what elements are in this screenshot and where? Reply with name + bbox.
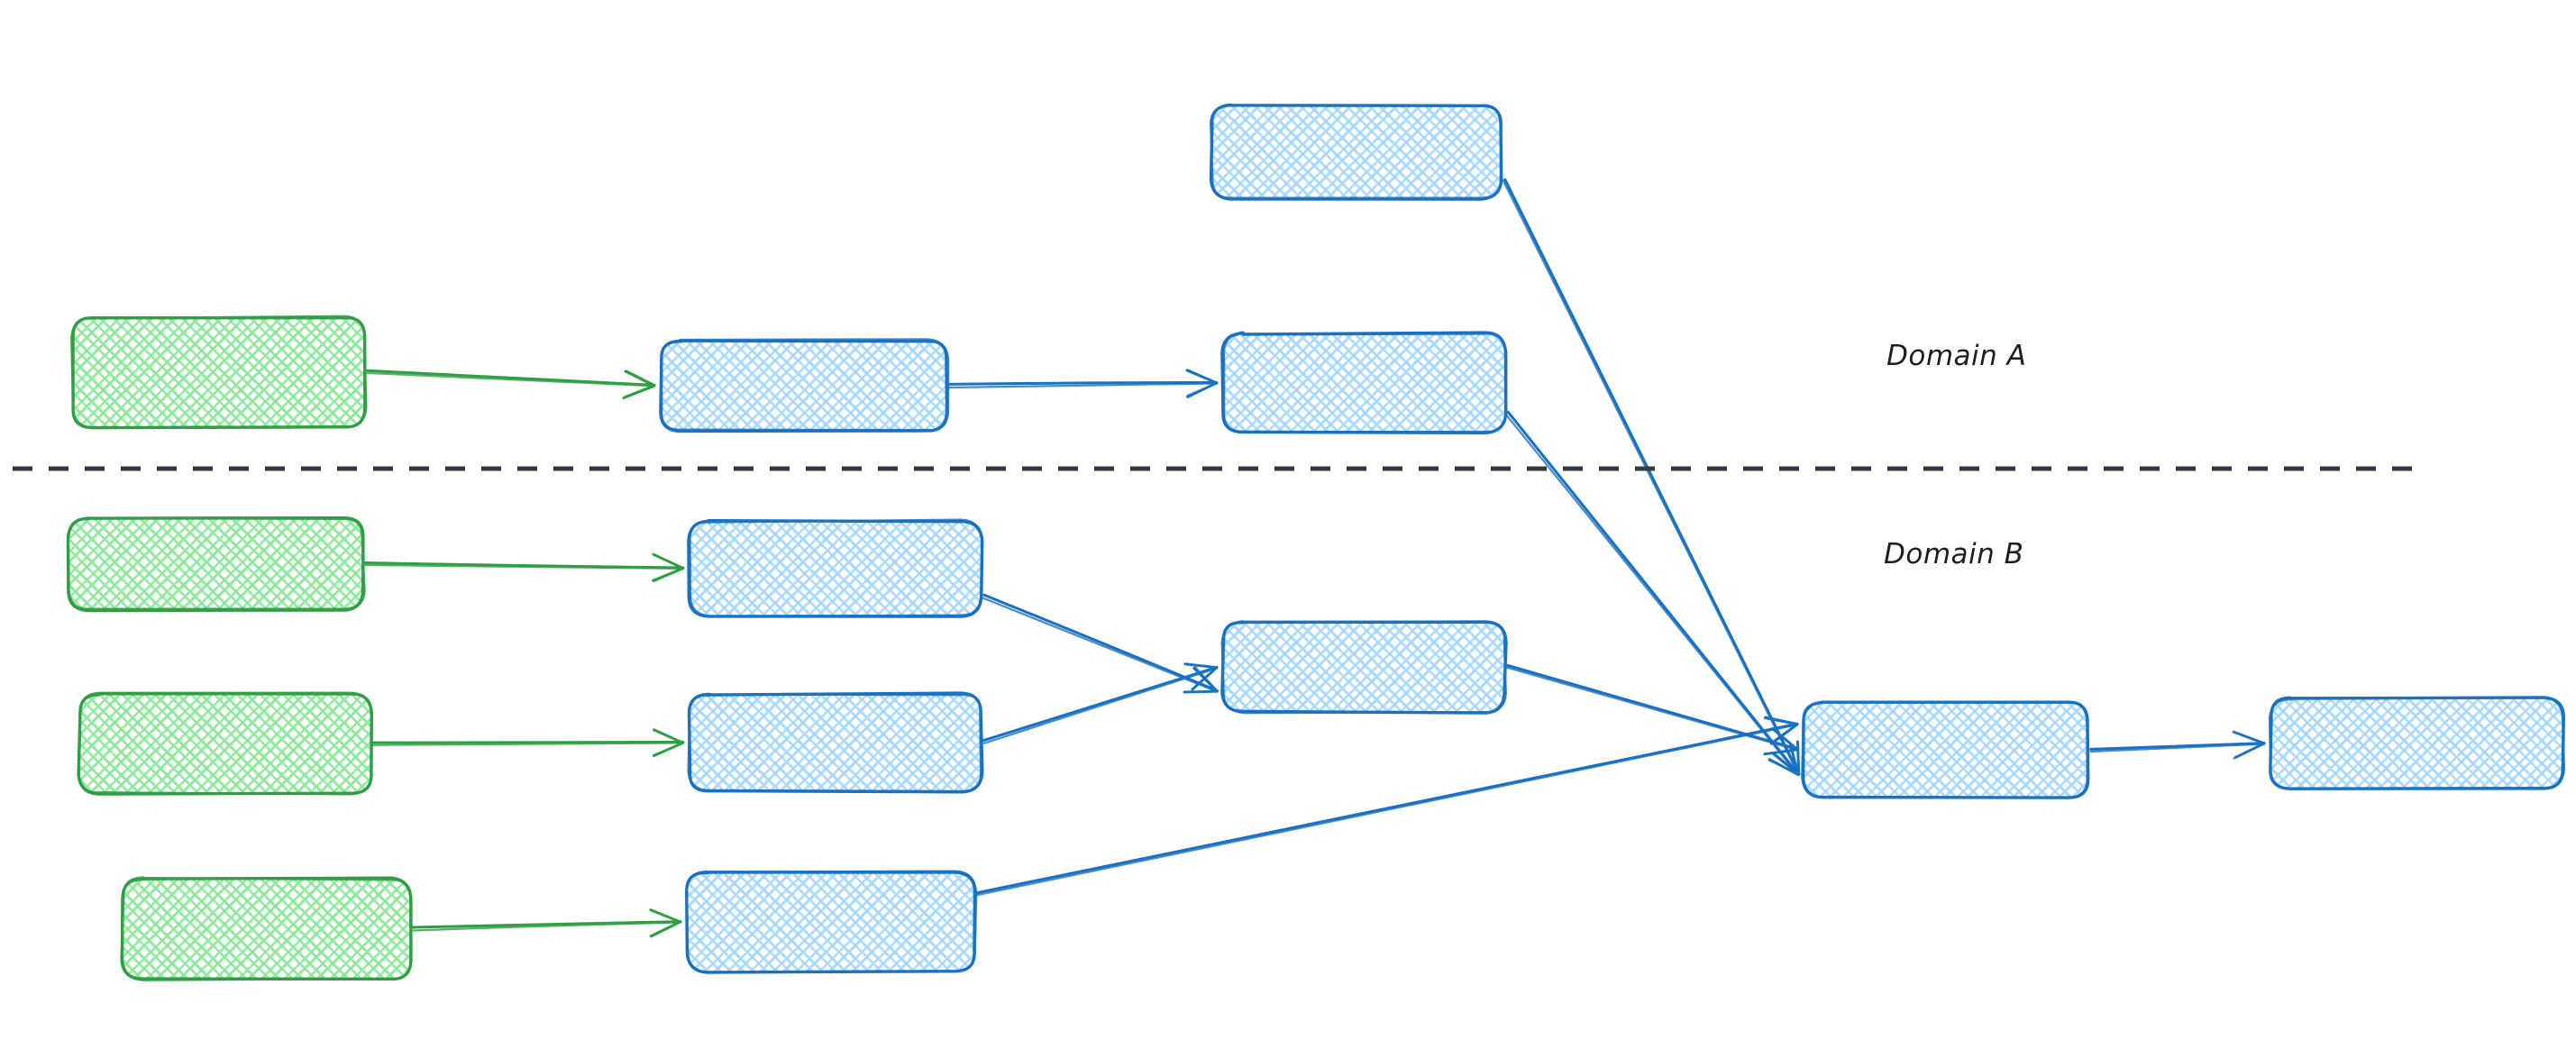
diagram-node[interactable] <box>66 515 366 613</box>
diagram-edge[interactable] <box>1502 178 1801 776</box>
diagram-node[interactable] <box>687 518 984 618</box>
diagram-node[interactable] <box>77 691 373 796</box>
diagram-node[interactable] <box>1801 700 2090 799</box>
domain-a-label: Domain A <box>1886 340 2027 372</box>
diagram-node[interactable] <box>120 876 413 981</box>
diagram-node[interactable] <box>687 691 984 794</box>
diagram-edge[interactable] <box>947 369 1219 398</box>
domain-b-label: Domain B <box>1884 538 2024 570</box>
diagram-edge[interactable] <box>975 716 1799 897</box>
diagram-edge[interactable] <box>1505 663 1799 756</box>
diagram-node[interactable] <box>659 338 950 433</box>
diagram-node[interactable] <box>1220 331 1508 435</box>
diagram-node[interactable] <box>685 870 978 974</box>
diagram-edge[interactable] <box>2089 730 2266 760</box>
diagram-node[interactable] <box>69 315 368 430</box>
diagram-edge[interactable] <box>371 728 685 758</box>
diagram-node[interactable] <box>2268 696 2566 790</box>
diagram-edge[interactable] <box>364 552 685 583</box>
edges-layer <box>364 178 2266 938</box>
diagram-edge[interactable] <box>366 369 656 400</box>
diagram-node[interactable] <box>1209 103 1503 201</box>
diagram-node[interactable] <box>1220 620 1508 715</box>
diagram-edge[interactable] <box>411 908 682 938</box>
diagram-edge[interactable] <box>1504 410 1800 776</box>
nodes-layer <box>66 103 2566 981</box>
diagram-edge[interactable] <box>981 662 1219 744</box>
